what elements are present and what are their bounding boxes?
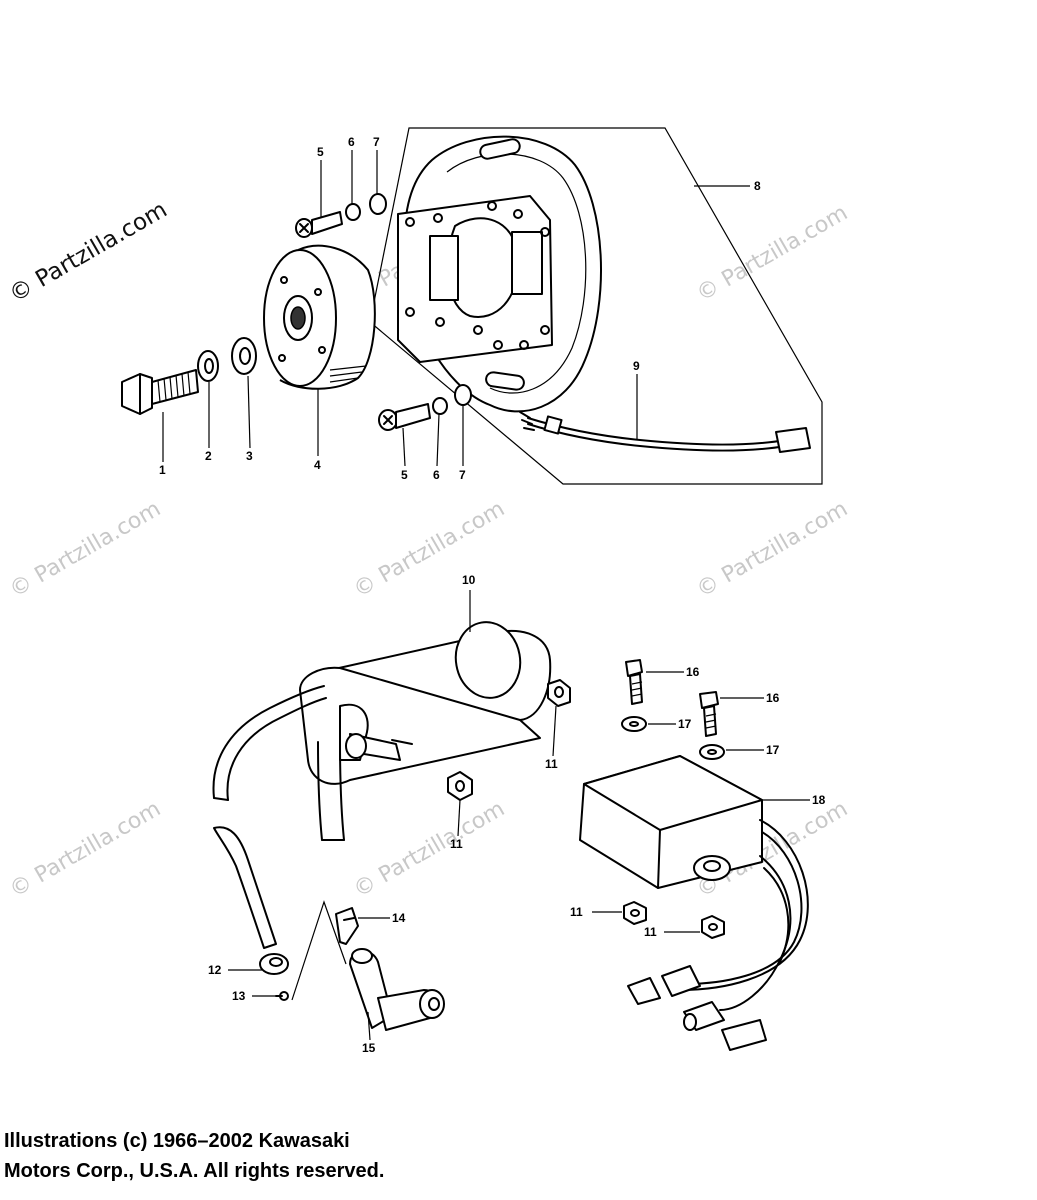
- hose-clamp: [259, 953, 289, 975]
- screw-bottom: [378, 403, 431, 431]
- flywheel-rotor: [263, 244, 376, 390]
- connection-line: [291, 900, 347, 1001]
- nut-cdi-1: [623, 901, 647, 925]
- nut-coil-right: [547, 679, 571, 707]
- callout-11-cdi-second: 11: [644, 925, 657, 939]
- lock-washer-bottom: [432, 397, 448, 415]
- callout-7-top: 7: [373, 135, 380, 149]
- callout-5-top: 5: [317, 145, 324, 159]
- callout-6-top: 6: [348, 135, 355, 149]
- cdi-unit: [579, 755, 763, 889]
- screw-top: [295, 211, 343, 238]
- mounting-bolt-2: [699, 691, 719, 737]
- callout-16-first: 16: [686, 665, 700, 679]
- lock-washer-top: [345, 203, 361, 221]
- callout-17-first: 17: [678, 717, 692, 731]
- high-tension-lead: [212, 685, 345, 949]
- leader-lines-top: [162, 150, 750, 467]
- callout-11-cdi-first: 11: [570, 905, 583, 919]
- callout-4: 4: [314, 458, 321, 472]
- spark-plug-cap: [349, 948, 445, 1031]
- flywheel-bolt: [121, 369, 199, 415]
- ignition-coil: [299, 621, 552, 785]
- callout-14: 14: [392, 911, 406, 925]
- leader-lines-bottom-left: [228, 590, 557, 1041]
- callout-3: 3: [246, 449, 253, 463]
- stator-coil: [397, 195, 553, 363]
- callout-9: 9: [633, 359, 640, 373]
- callout-12: 12: [208, 963, 222, 977]
- callout-17-second: 17: [766, 743, 780, 757]
- lock-washer: [197, 350, 219, 382]
- callout-6-bottom: 6: [433, 468, 440, 482]
- flat-washer: [231, 337, 257, 375]
- plug-terminal: [335, 907, 359, 945]
- copyright-line-2: Motors Corp., U.S.A. All rights reserved…: [4, 1160, 385, 1182]
- callout-15: 15: [362, 1041, 376, 1055]
- callout-11-coil-right: 11: [545, 757, 558, 771]
- callout-1: 1: [159, 463, 166, 477]
- nut-coil-bottom: [447, 771, 473, 801]
- callout-16-second: 16: [766, 691, 780, 705]
- nut-cdi-2: [701, 915, 725, 939]
- cdi-wiring: [627, 819, 809, 1051]
- callout-18: 18: [812, 793, 826, 807]
- callout-13: 13: [232, 989, 246, 1003]
- callout-5-bottom: 5: [401, 468, 408, 482]
- callout-10: 10: [462, 573, 476, 587]
- mounting-bolt-1: [625, 659, 643, 705]
- callout-2: 2: [205, 449, 212, 463]
- washer-1: [621, 716, 647, 732]
- flat-washer-top: [369, 193, 387, 215]
- callout-8: 8: [754, 179, 761, 193]
- washer-2: [699, 744, 725, 760]
- callout-7-bottom: 7: [459, 468, 466, 482]
- copyright-line-1: Illustrations (c) 1966–2002 Kawasaki: [4, 1130, 350, 1152]
- flat-washer-bottom: [454, 384, 472, 406]
- leader-lines-bottom-right: [592, 671, 810, 933]
- lead-wire: [519, 411, 811, 453]
- callout-11-coil-bottom: 11: [450, 837, 463, 851]
